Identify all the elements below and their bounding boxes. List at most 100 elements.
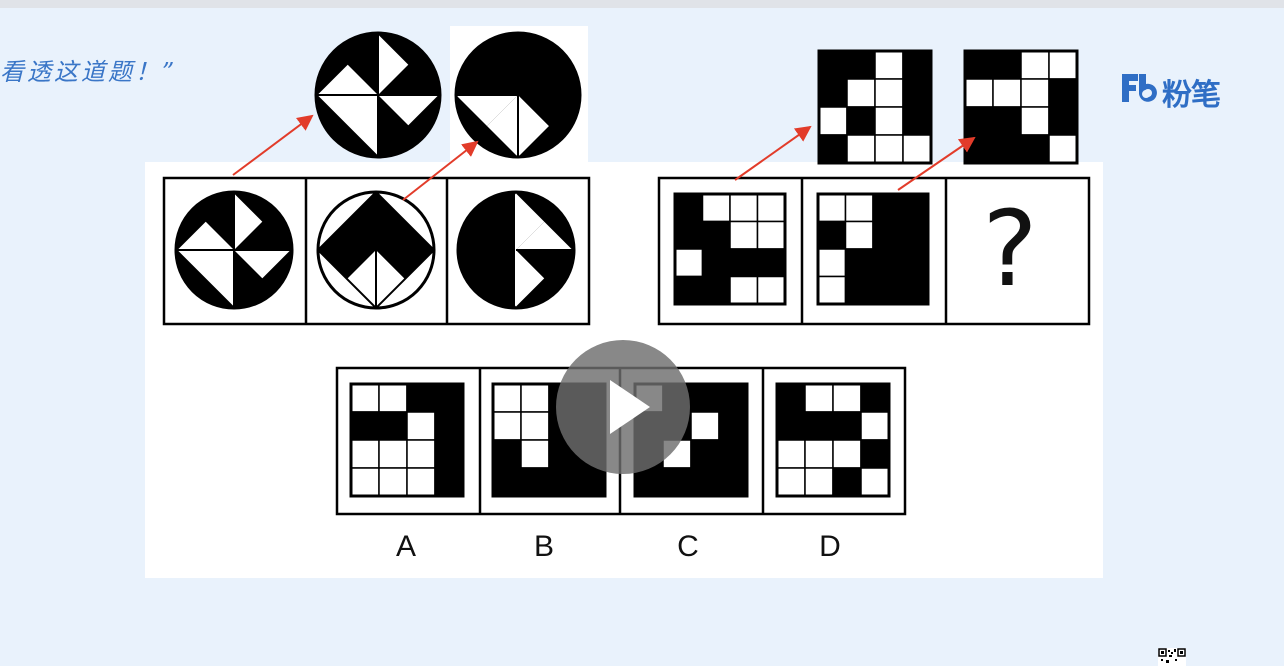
grid-cell [874, 78, 904, 108]
grid-cell [1048, 78, 1078, 108]
grid-cell [378, 439, 408, 469]
grid-cell [434, 439, 464, 469]
grid-cell [520, 383, 550, 413]
grid-cell [844, 275, 874, 305]
grid-cell [729, 248, 759, 278]
grid-cell [729, 275, 759, 305]
grid-cell [818, 106, 848, 136]
grid-cell [818, 134, 848, 164]
grid-cell [902, 134, 932, 164]
play-button[interactable] [556, 340, 690, 474]
grid-border [963, 49, 1079, 165]
grid-cell [718, 467, 748, 497]
grid-cell [756, 193, 786, 223]
grid-cell [899, 193, 929, 223]
grid-cell [1048, 134, 1078, 164]
grid-cell [964, 50, 994, 80]
grid-cell [701, 248, 731, 278]
grid-cell [776, 439, 806, 469]
grid-cell [818, 50, 848, 80]
grid-cell [804, 411, 834, 441]
qr-code-icon [1158, 648, 1186, 666]
grid-cell [434, 411, 464, 441]
grid-cell [992, 134, 1022, 164]
grid-cell [832, 439, 862, 469]
grid-cell [674, 275, 704, 305]
option-a-label[interactable]: A [395, 530, 416, 563]
grid-border [673, 192, 787, 306]
grid-cell [1020, 78, 1050, 108]
grid-cell [964, 134, 994, 164]
grid-cell [964, 78, 994, 108]
grid-cell [846, 106, 876, 136]
grid-cell [520, 439, 550, 469]
grid-cell [406, 411, 436, 441]
grid-cell [378, 411, 408, 441]
grid-cell [492, 383, 522, 413]
grid-cell [846, 50, 876, 80]
grid-cell [899, 220, 929, 250]
grid-cell [846, 78, 876, 108]
grid-cell [818, 78, 848, 108]
zoom-grid-2 [963, 49, 1079, 165]
grid-cell [902, 106, 932, 136]
grid-cell [804, 439, 834, 469]
grid-cell [756, 248, 786, 278]
option-a-figure[interactable] [349, 382, 465, 498]
grid-cell [844, 193, 874, 223]
grid-border [816, 192, 930, 306]
arrow-4 [897, 136, 976, 191]
grid-cell [872, 275, 902, 305]
grid-cell [674, 220, 704, 250]
grid-cell [492, 411, 522, 441]
grid-cell [902, 50, 932, 80]
grid-cell [701, 275, 731, 305]
handwritten-caption: 看透这道题！” [0, 58, 178, 86]
grid-cell [662, 467, 692, 497]
question-mark: ? [982, 188, 1037, 310]
top-bar [0, 0, 1284, 8]
circle-figure-3 [456, 190, 576, 310]
grid-cell [817, 275, 847, 305]
grid-cell [776, 467, 806, 497]
option-b-label[interactable]: B [533, 530, 554, 563]
grid-cell [860, 383, 890, 413]
grid-cell [406, 439, 436, 469]
grid-cell [992, 50, 1022, 80]
grid-cell [804, 383, 834, 413]
grid-cell [701, 193, 731, 223]
grid-cell [832, 411, 862, 441]
option-d-label[interactable]: D [819, 530, 841, 563]
grid-cell [860, 411, 890, 441]
grid-cell [548, 467, 578, 497]
fenbi-logo: Fb [1118, 68, 1278, 108]
grid-cell [690, 467, 720, 497]
zoom-circle-1 [314, 31, 442, 159]
option-c-label[interactable]: C [677, 530, 699, 563]
grid-cell [690, 383, 720, 413]
grid-border [349, 382, 465, 498]
grid-cell [718, 411, 748, 441]
grid-cell [350, 383, 380, 413]
grid-cell [690, 439, 720, 469]
option-d-figure[interactable] [775, 382, 891, 498]
grid-cell [576, 467, 606, 497]
zoom-circle-2 [454, 31, 582, 159]
arrow-2 [402, 140, 479, 201]
grid-cell [729, 193, 759, 223]
grid-cell [756, 220, 786, 250]
grid-cell [817, 248, 847, 278]
grid-cell [729, 220, 759, 250]
grid-cell [406, 467, 436, 497]
grid-cell [872, 220, 902, 250]
grid-cell [492, 439, 522, 469]
grid-cell [874, 50, 904, 80]
grid-cell [492, 467, 522, 497]
grid-cell [1048, 50, 1078, 80]
grid-cell [874, 134, 904, 164]
fenbi-logo-name: 粉笔 [1162, 78, 1221, 113]
grid-cell [832, 383, 862, 413]
grid-cell [902, 78, 932, 108]
grid-cell [872, 248, 902, 278]
grid-border [775, 382, 891, 498]
